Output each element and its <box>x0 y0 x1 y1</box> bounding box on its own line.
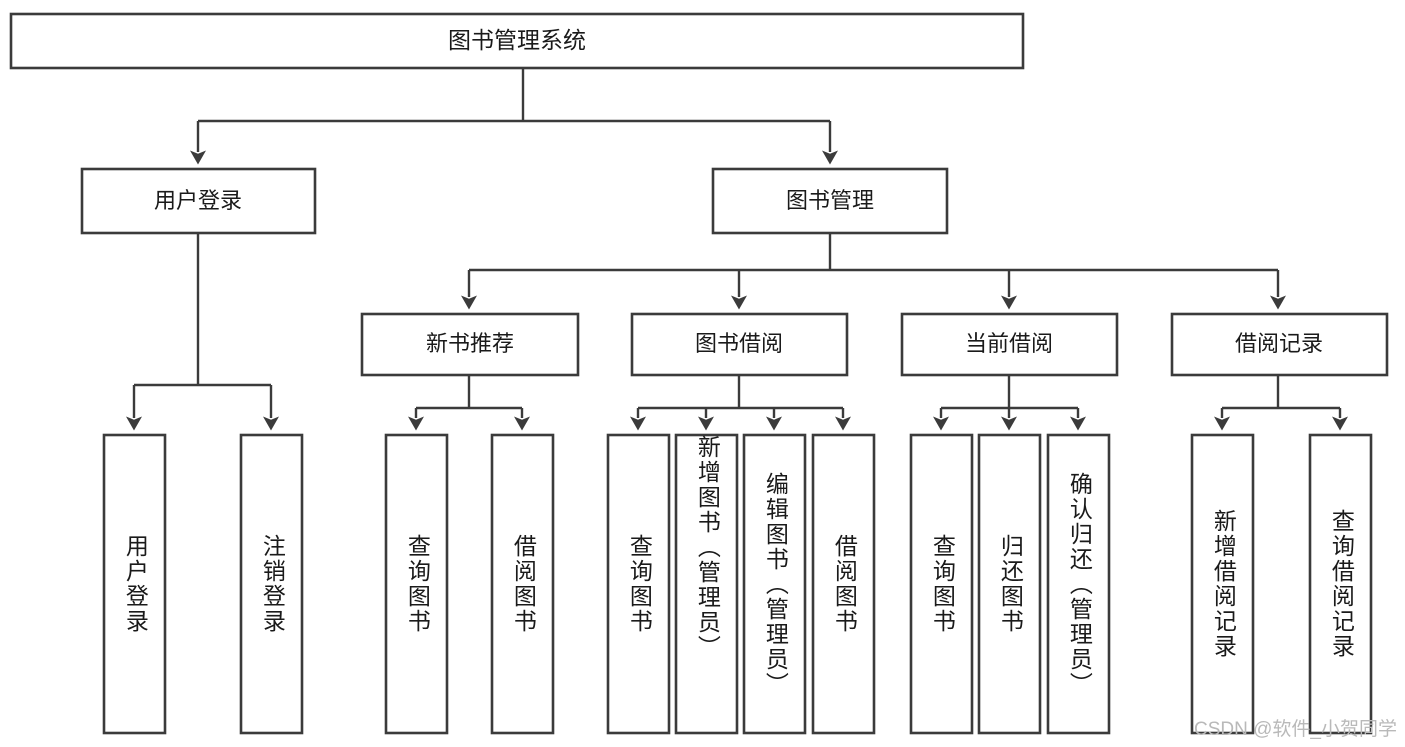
leaf-box-book-borrow-2[interactable] <box>674 433 739 735</box>
leaf-box-current-borrow-3[interactable] <box>1046 433 1111 735</box>
leaf-box-user-login-2[interactable] <box>239 433 304 735</box>
leaf-box-borrow-records-1[interactable] <box>1190 433 1255 735</box>
leaf-box-current-borrow-1[interactable] <box>909 433 974 735</box>
node-root-label: 图书管理系统 <box>448 27 586 53</box>
leaf-boxes-new-books <box>384 433 555 735</box>
leaf-box-current-borrow-2[interactable] <box>977 433 1042 735</box>
node-book-manage[interactable]: 图书管理 <box>711 167 949 235</box>
leaf-box-book-borrow-4[interactable] <box>811 433 876 735</box>
node-root-box[interactable] <box>9 12 1025 70</box>
node-book-manage-label: 图书管理 <box>786 188 874 213</box>
node-new-books-box[interactable] <box>360 312 580 377</box>
node-current-borrow[interactable]: 当前借阅 <box>900 312 1119 377</box>
leaf-box-new-books-1[interactable] <box>384 433 449 735</box>
node-user-login[interactable]: 用户登录 <box>80 167 317 235</box>
leaf-box-user-login-1[interactable] <box>102 433 167 735</box>
leaf-boxes-book-borrow <box>606 433 876 735</box>
node-borrow-records[interactable]: 借阅记录 <box>1170 312 1389 377</box>
leaf-box-borrow-records-2[interactable] <box>1308 433 1373 735</box>
node-user-login-box[interactable] <box>80 167 317 235</box>
leaf-box-book-borrow-3[interactable] <box>742 433 807 735</box>
leaf-boxes-borrow-records <box>1190 433 1373 735</box>
node-book-borrow-label: 图书借阅 <box>695 331 783 356</box>
node-borrow-records-label: 借阅记录 <box>1235 331 1323 356</box>
watermark-text: CSDN @软件_小贺同学 <box>1194 719 1397 740</box>
node-user-login-label: 用户登录 <box>154 188 242 213</box>
node-current-borrow-box[interactable] <box>900 312 1119 377</box>
node-current-borrow-label: 当前借阅 <box>965 331 1053 356</box>
node-book-borrow-box[interactable] <box>630 312 849 377</box>
node-new-books[interactable]: 新书推荐 <box>360 312 580 377</box>
leaf-boxes-current-borrow <box>909 433 1111 735</box>
node-root[interactable]: 图书管理系统 <box>9 12 1025 70</box>
leaf-box-book-borrow-1[interactable] <box>606 433 671 735</box>
connector-group <box>126 68 1348 431</box>
leaf-box-new-books-2[interactable] <box>490 433 555 735</box>
node-book-manage-box[interactable] <box>711 167 949 235</box>
node-new-books-label: 新书推荐 <box>426 331 514 356</box>
leaf-boxes-user-login <box>102 433 304 735</box>
node-book-borrow[interactable]: 图书借阅 <box>630 312 849 377</box>
node-borrow-records-box[interactable] <box>1170 312 1389 377</box>
